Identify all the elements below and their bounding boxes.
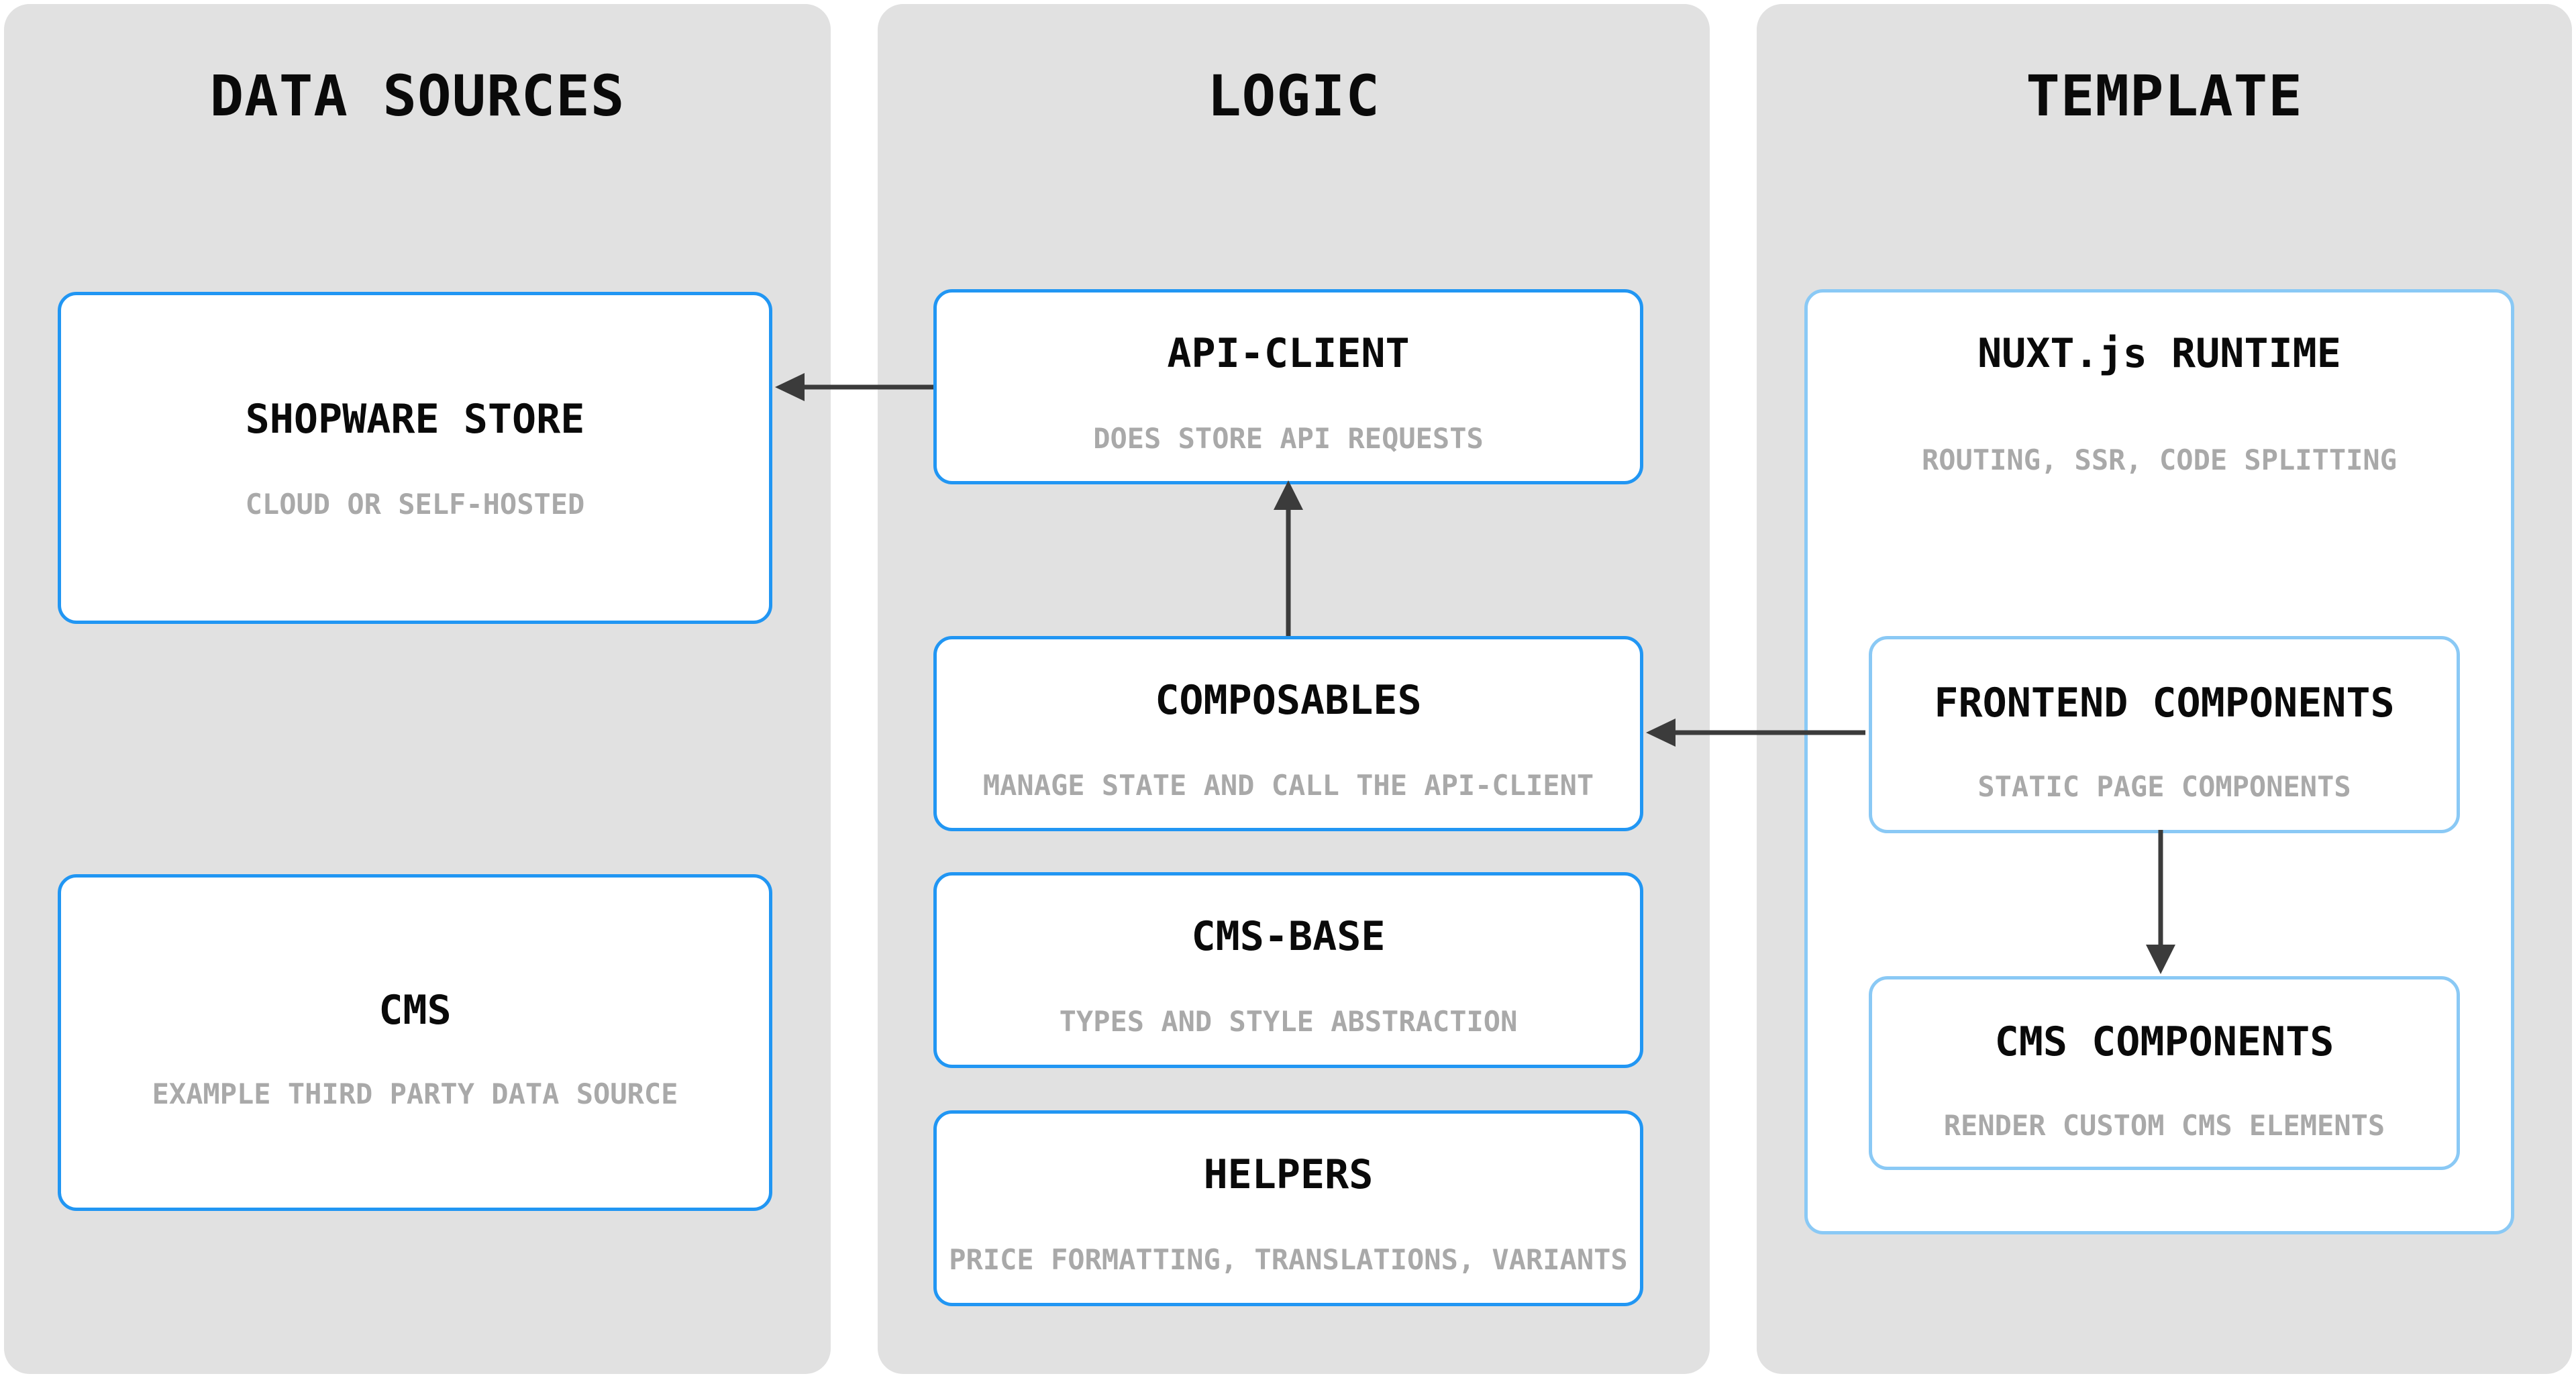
node-title: CMS xyxy=(378,987,452,1034)
node-subtitle: PRICE FORMATTING, TRANSLATIONS, VARIANTS xyxy=(949,1243,1628,1276)
node-title: SHOPWARE STORE xyxy=(245,396,585,443)
node-shopware-store: SHOPWARE STORE CLOUD OR SELF-HOSTED xyxy=(58,292,772,624)
node-subtitle: EXAMPLE THIRD PARTY DATA SOURCE xyxy=(152,1077,678,1110)
node-subtitle: ROUTING, SSR, CODE SPLITTING xyxy=(1921,443,2397,476)
node-title: NUXT.js RUNTIME xyxy=(1977,330,2341,377)
node-title: HELPERS xyxy=(1203,1151,1374,1198)
column-template: TEMPLATE NUXT.js RUNTIME ROUTING, SSR, C… xyxy=(1757,4,2572,1374)
node-title: CMS COMPONENTS xyxy=(1994,1018,2334,1065)
column-title-template: TEMPLATE xyxy=(2026,63,2303,129)
node-api-client: API-CLIENT DOES STORE API REQUESTS xyxy=(933,289,1643,484)
node-title: API-CLIENT xyxy=(1167,330,1410,377)
node-subtitle: DOES STORE API REQUESTS xyxy=(1093,422,1484,455)
node-subtitle: TYPES AND STYLE ABSTRACTION xyxy=(1059,1005,1518,1038)
node-subtitle: CLOUD OR SELF-HOSTED xyxy=(245,488,585,521)
node-cms-components: CMS COMPONENTS RENDER CUSTOM CMS ELEMENT… xyxy=(1869,976,2460,1170)
node-composables: COMPOSABLES MANAGE STATE AND CALL THE AP… xyxy=(933,636,1643,831)
node-cms: CMS EXAMPLE THIRD PARTY DATA SOURCE xyxy=(58,874,772,1211)
column-data-sources: DATA SOURCES SHOPWARE STORE CLOUD OR SEL… xyxy=(4,4,831,1374)
node-title: CMS-BASE xyxy=(1191,913,1386,960)
node-title: COMPOSABLES xyxy=(1155,677,1422,724)
node-title: FRONTEND COMPONENTS xyxy=(1934,680,2395,727)
node-cms-base: CMS-BASE TYPES AND STYLE ABSTRACTION xyxy=(933,872,1643,1068)
node-subtitle: MANAGE STATE AND CALL THE API-CLIENT xyxy=(982,769,1594,802)
node-subtitle: RENDER CUSTOM CMS ELEMENTS xyxy=(1943,1109,2385,1142)
column-logic: LOGIC API-CLIENT DOES STORE API REQUESTS… xyxy=(878,4,1710,1374)
node-frontend-components: FRONTEND COMPONENTS STATIC PAGE COMPONEN… xyxy=(1869,636,2460,833)
node-subtitle: STATIC PAGE COMPONENTS xyxy=(1977,770,2351,803)
node-nuxt-runtime: NUXT.js RUNTIME ROUTING, SSR, CODE SPLIT… xyxy=(1804,289,2514,1234)
column-title-data-sources: DATA SOURCES xyxy=(209,63,625,129)
node-helpers: HELPERS PRICE FORMATTING, TRANSLATIONS, … xyxy=(933,1110,1643,1306)
column-title-logic: LOGIC xyxy=(1207,63,1380,129)
